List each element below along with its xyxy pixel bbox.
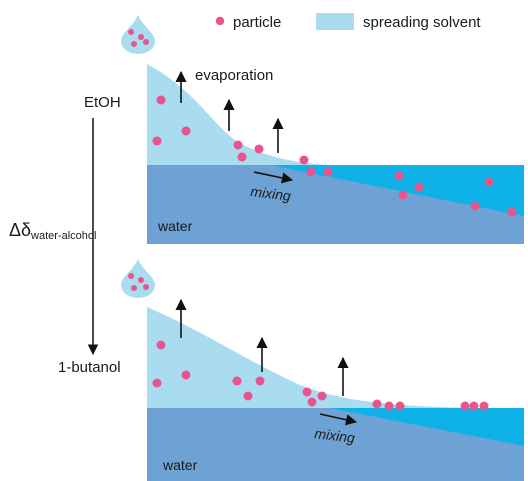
- particle: [138, 34, 144, 40]
- top-alcohol-label: EtOH: [84, 94, 121, 111]
- top-water-label: water: [157, 218, 193, 234]
- particle: [156, 340, 166, 350]
- particle: [181, 126, 191, 136]
- particle: [384, 401, 394, 411]
- bottom-solvent-film: [147, 307, 470, 408]
- particle: [395, 401, 405, 411]
- particle: [233, 140, 243, 150]
- bottom-film-particles: [152, 340, 489, 411]
- particle: [469, 401, 479, 411]
- bottom-water-label: water: [162, 457, 198, 473]
- top-evaporation-arrows: [175, 70, 284, 153]
- particle: [232, 376, 242, 386]
- particle: [317, 391, 327, 401]
- legend-particle-label: particle: [233, 14, 281, 31]
- particle: [131, 41, 137, 47]
- legend-particle-marker: [215, 16, 225, 26]
- particle: [237, 152, 247, 162]
- particle: [143, 284, 149, 290]
- particle: [507, 207, 517, 217]
- legend: particle spreading solvent: [215, 13, 481, 31]
- top-droplet-particles: [128, 29, 149, 47]
- particle: [460, 401, 470, 411]
- particle: [152, 136, 162, 146]
- particle: [307, 397, 317, 407]
- particle: [479, 401, 489, 411]
- particle: [323, 167, 333, 177]
- bottom-alcohol-label: 1-butanol: [58, 359, 121, 376]
- bottom-panel: mixing water: [121, 259, 524, 481]
- particle: [128, 29, 134, 35]
- bottom-mixing-arrow: [319, 413, 358, 426]
- top-film-particles: [152, 95, 517, 217]
- top-mixing-label: mixing: [250, 183, 292, 204]
- particle: [299, 155, 309, 165]
- particle: [255, 376, 265, 386]
- delta-delta-subscript: water-alcohol: [30, 230, 96, 242]
- particle: [128, 273, 134, 279]
- particle: [394, 171, 404, 181]
- bottom-evaporation-arrows: [175, 298, 349, 396]
- bottom-mixing-label: mixing: [314, 425, 356, 446]
- delta-delta-symbol: Δδ: [9, 220, 31, 240]
- particle: [484, 177, 494, 187]
- particle: [131, 285, 137, 291]
- bottom-droplet: [121, 259, 155, 298]
- particle: [156, 95, 166, 105]
- top-solvent-film: [147, 64, 328, 165]
- top-mixing-zone: [270, 165, 524, 216]
- particle: [152, 378, 162, 388]
- particle: [302, 387, 312, 397]
- evaporation-label: evaporation: [195, 67, 273, 84]
- alcohol-axis: EtOH Δδwater-alcohol 1-butanol: [9, 94, 121, 376]
- top-droplet: [121, 15, 155, 54]
- top-panel: evaporation mixing water: [121, 15, 524, 244]
- particle: [398, 190, 408, 200]
- particle: [414, 182, 424, 192]
- top-mixing-arrow: [253, 171, 294, 184]
- bottom-mixing-zone: [330, 408, 524, 446]
- particle: [138, 277, 144, 283]
- legend-solvent-label: spreading solvent: [363, 14, 481, 31]
- bottom-droplet-particles: [128, 273, 149, 291]
- particle: [470, 201, 480, 211]
- delta-delta-label: Δδwater-alcohol: [9, 220, 96, 242]
- particle: [243, 391, 253, 401]
- particle: [372, 399, 382, 409]
- particle: [306, 167, 316, 177]
- particle: [181, 370, 191, 380]
- particle: [143, 39, 149, 45]
- particle: [254, 144, 264, 154]
- legend-solvent-swatch: [316, 13, 354, 30]
